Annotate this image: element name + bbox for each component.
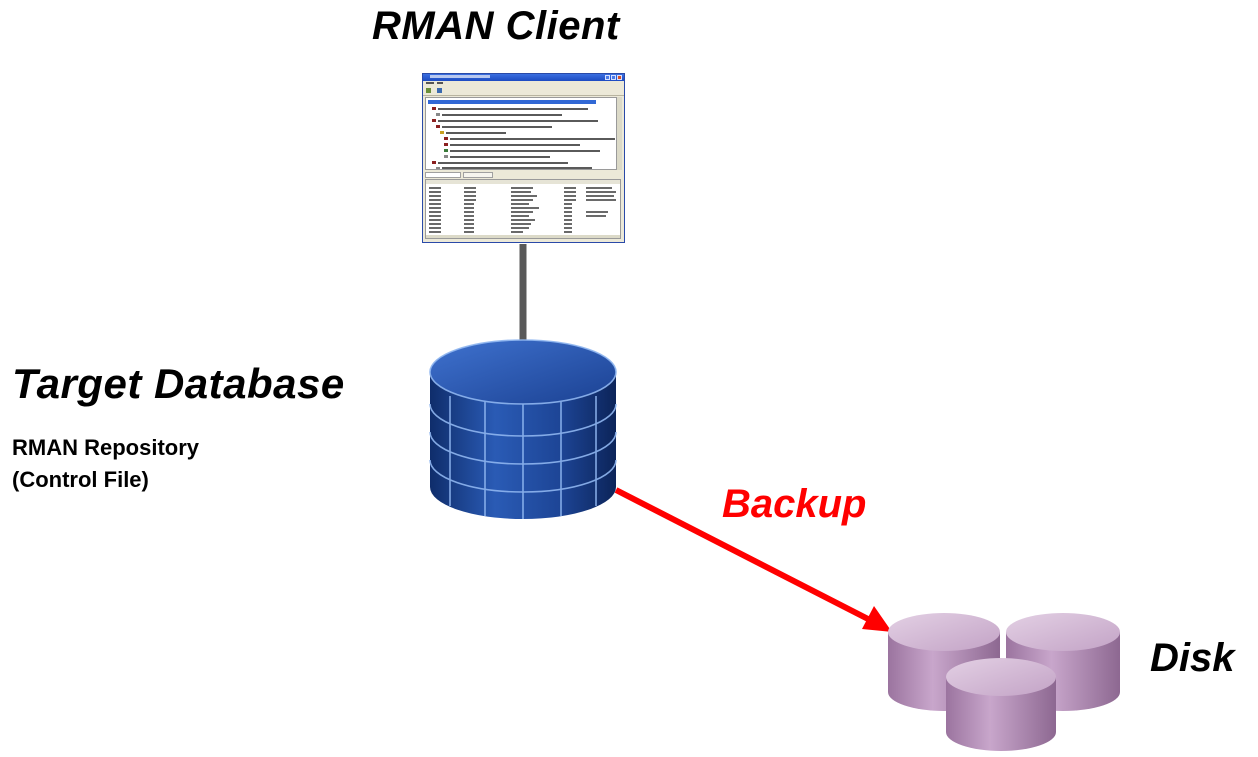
window-menubar (423, 81, 624, 86)
repository-label-line2: (Control File) (12, 467, 149, 492)
minimize-icon (605, 75, 610, 80)
client-label: RMAN Client (372, 4, 620, 48)
window-tabs (425, 172, 621, 178)
client-application-window (422, 73, 625, 243)
disk-cylinder-icon (888, 613, 1120, 751)
tree-pane (425, 97, 617, 170)
database-cylinder-icon (429, 339, 617, 519)
maximize-icon (611, 75, 616, 80)
backup-arrow (614, 487, 892, 632)
backup-label: Backup (722, 482, 867, 526)
target-database-label: Target Database (12, 360, 345, 407)
close-icon (617, 75, 622, 80)
repository-label-line1: RMAN Repository (12, 435, 200, 460)
window-titlebar (423, 74, 624, 81)
tree-scrollbar (617, 97, 622, 170)
repository-label: RMAN Repository (Control File) (12, 432, 199, 496)
table-pane (425, 179, 621, 239)
window-toolbar (423, 86, 624, 96)
disk-label: Disk (1150, 636, 1235, 680)
